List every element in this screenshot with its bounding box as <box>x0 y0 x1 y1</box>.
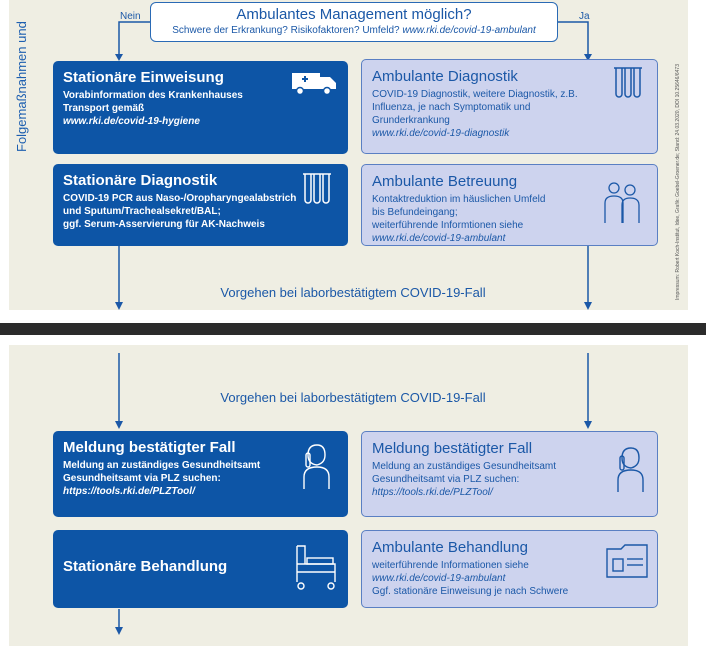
decision-question-box: Ambulantes Management möglich? Schwere d… <box>150 2 558 42</box>
ambulance-icon <box>292 73 336 96</box>
folder-icon <box>606 544 648 578</box>
report-case-ambulant-box: Meldung bestätigter Fall Meldung an zust… <box>361 431 658 517</box>
ambulant-care-line: bis Befundeingang; <box>372 207 458 218</box>
question-link[interactable]: www.rki.de/covid-19-ambulant <box>402 25 536 36</box>
ambulant-treatment-link[interactable]: www.rki.de/covid-19-ambulant <box>372 573 506 584</box>
stationary-diagnostics-box: Stationäre Diagnostik COVID-19 PCR aus N… <box>53 164 348 246</box>
ambulant-diagnostics-line: COVID-19 Diagnostik, weitere Diagnostik,… <box>372 89 578 100</box>
report-case-stationary-box: Meldung bestätigter Fall Meldung an zust… <box>53 431 348 517</box>
stationary-diagnostics-line: COVID-19 PCR aus Naso-/Oropharyngealabst… <box>63 193 297 204</box>
stationary-referral-box: Stationäre Einweisung Vorabinformation d… <box>53 61 348 154</box>
stationary-diagnostics-title: Stationäre Diagnostik <box>63 172 218 189</box>
page-separator <box>0 323 706 335</box>
bottom-connectors <box>115 353 592 635</box>
report-case-line: Gesundheitsamt via PLZ suchen: <box>372 474 520 485</box>
stationary-referral-link[interactable]: www.rki.de/covid-19-hygiene <box>63 116 200 127</box>
report-case-line: Meldung an zuständiges Gesundheitsamt <box>372 461 557 472</box>
ambulant-diagnostics-line: Influenza, je nach Symptomatik und <box>372 102 531 113</box>
hospital-bed-icon <box>296 545 336 590</box>
question-title: Ambulantes Management möglich? <box>236 6 472 23</box>
ambulant-treatment-line: weiterführende Informationen siehe <box>372 560 529 571</box>
ambulant-treatment-title: Ambulante Behandlung <box>372 539 528 556</box>
stationary-treatment-box: Stationäre Behandlung <box>53 530 348 608</box>
report-case-title: Meldung bestätigter Fall <box>63 439 236 456</box>
ambulant-care-line: weiterführende Informtionen siehe <box>372 220 524 231</box>
bottom-flow-text: Vorgehen bei laborbestätigtem COVID-19-F… <box>220 390 486 405</box>
report-case-line: Meldung an zuständiges Gesundheitsamt <box>63 460 261 471</box>
stationary-referral-line: Vorabinformation des Krankenhauses <box>63 90 243 101</box>
report-case-link[interactable]: https://tools.rki.de/PLZTool/ <box>372 487 493 498</box>
stationary-diagnostics-line: und Sputum/Trachealsekret/BAL; <box>63 206 221 217</box>
report-case-title: Meldung bestätigter Fall <box>372 440 533 457</box>
stationary-referral-line: Transport gemäß <box>63 103 145 114</box>
ambulant-treatment-box: Ambulante Behandlung weiterführende Info… <box>361 530 658 608</box>
ambulant-care-title: Ambulante Betreuung <box>372 173 518 190</box>
top-flow-text: Vorgehen bei laborbestätigtem COVID-19-F… <box>220 285 486 300</box>
ambulant-diagnostics-link[interactable]: www.rki.de/covid-19-diagnostik <box>372 128 510 139</box>
no-label: Nein <box>120 11 141 22</box>
top-panel <box>9 0 688 310</box>
ambulant-care-link[interactable]: www.rki.de/covid-19-ambulant <box>372 233 506 244</box>
stationary-treatment-title: Stationäre Behandlung <box>63 558 228 575</box>
ambulant-diagnostics-title: Ambulante Diagnostik <box>372 68 518 85</box>
yes-label: Ja <box>579 11 590 22</box>
test-tubes-icon <box>614 67 642 98</box>
ambulant-treatment-line: Ggf. stationäre Einweisung je nach Schwe… <box>372 586 569 597</box>
phone-person-icon <box>303 444 330 489</box>
report-case-link[interactable]: https://tools.rki.de/PLZTool/ <box>63 486 195 497</box>
ambulant-care-line: Kontaktreduktion im häuslichen Umfeld <box>372 194 546 205</box>
question-subtitle: Schwere der Erkrankung? Risikofaktoren? … <box>172 25 536 36</box>
stationary-referral-title: Stationäre Einweisung <box>63 69 224 86</box>
report-case-line: Gesundheitsamt via PLZ suchen: <box>63 473 221 484</box>
people-icon <box>604 182 640 223</box>
ambulant-care-box: Ambulante Betreuung Kontaktreduktion im … <box>361 164 658 246</box>
decision-connectors <box>115 21 592 310</box>
ambulant-diagnostics-line: Grunderkrankung <box>372 115 450 126</box>
phone-person-icon <box>617 447 644 492</box>
ambulant-diagnostics-box: Ambulante Diagnostik COVID-19 Diagnostik… <box>361 59 658 154</box>
test-tubes-icon <box>303 173 331 204</box>
stationary-diagnostics-line: ggf. Serum-Asservierung für AK-Nachweis <box>63 219 265 230</box>
